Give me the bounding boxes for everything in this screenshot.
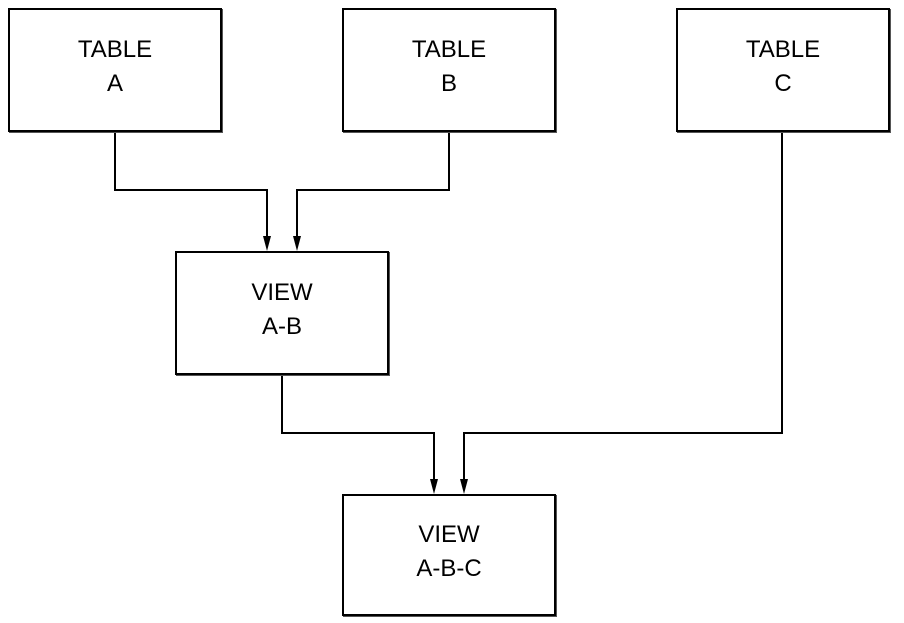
edge-view-ab-to-view-abc [281, 375, 435, 479]
table-a-line1: TABLE [77, 36, 153, 63]
arrowhead-table-b-to-view-ab [293, 236, 301, 251]
arrowhead-table-a-to-view-ab [263, 236, 271, 251]
table-b-line2: B [440, 70, 457, 97]
view-abc-line1: VIEW [418, 521, 480, 548]
arrowhead-view-ab-to-view-abc [430, 479, 438, 494]
table-c-line2: C [774, 70, 792, 97]
view-ab-line1: VIEW [251, 279, 313, 306]
table-b-line1: TABLE [411, 36, 487, 63]
arrowhead-table-c-to-view-abc [460, 479, 468, 494]
edge-table-a-to-view-ab [114, 132, 268, 236]
view-abc-node: VIEW A-B-C [342, 494, 556, 616]
view-ab-node: VIEW A-B [175, 251, 389, 375]
view-abc-line2: A-B-C [416, 555, 482, 582]
view-ab-line2: A-B [261, 313, 302, 340]
table-a-line2: A [106, 70, 123, 97]
edge-table-b-to-view-ab [296, 132, 450, 236]
table-a-node: TABLE A [8, 8, 222, 132]
table-c-line1: TABLE [745, 36, 821, 63]
table-b-node: TABLE B [342, 8, 556, 132]
table-c-node: TABLE C [676, 8, 890, 132]
edge-table-c-to-view-abc [463, 132, 783, 479]
